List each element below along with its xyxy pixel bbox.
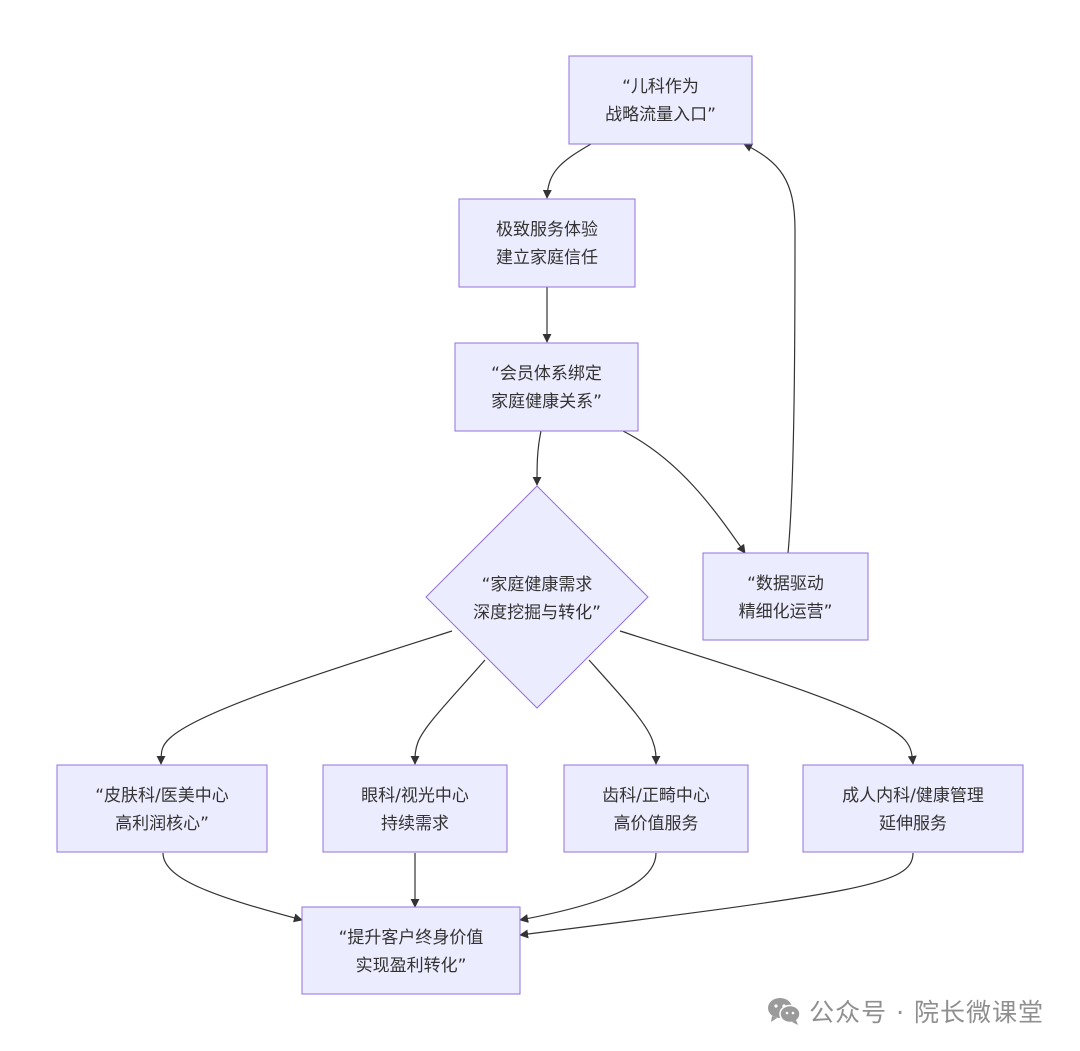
edges [156,143,917,939]
watermark-text: 公众号 · 院长微课堂 [809,998,1044,1027]
node-label-line1: 齿科/正畸中心 [602,786,710,806]
node-membership: “会员体系绑定 家庭健康关系” [454,342,639,432]
node-label-line2: 精细化运营” [739,602,833,622]
edge-membership-to-needs [532,430,542,486]
node-lifetime-value: “提升客户终身价值 实现盈利转化” [301,906,521,995]
node-label-line1: 极致服务体验 [496,220,598,240]
node-label-line1: “家庭健康需求 [482,575,593,595]
node-dermatology: “皮肤科/医美中心 高利润核心” [56,764,268,853]
node-label-line2: 深度挖掘与转化” [473,603,601,623]
edge-dermatology-to-value [162,852,303,923]
edge-adult-to-value [519,852,914,939]
edge-needs-to-dental [588,659,661,765]
node-label-line2: 家庭健康关系” [491,392,602,412]
edge-pediatrics-to-service [542,143,592,199]
node-label-line1: “会员体系绑定 [491,364,602,384]
node-label-line1: “儿科作为 [622,77,699,97]
node-label-line1: “数据驱动 [747,574,824,594]
node-service-trust: 极致服务体验 建立家庭信任 [458,198,636,288]
node-dental: 齿科/正畸中心 高价值服务 [563,764,749,853]
node-data-ops: “数据驱动 精细化运营” [702,552,869,641]
node-label-line1: “提升客户终身价值 [339,928,484,948]
node-label-line2: 持续需求 [381,814,449,834]
node-adult-medicine: 成人内科/健康管理 延伸服务 [802,764,1024,853]
node-label-line2: 实现盈利转化” [356,956,467,976]
node-label-line2: 建立家庭信任 [496,248,598,268]
edge-dataops-to-pediatrics [743,143,796,554]
node-label-line2: 高价值服务 [614,814,699,834]
node-label-line1: “皮肤科/医美中心 [95,786,229,806]
wechat-icon [768,998,801,1025]
edge-needs-to-ophthalmology [410,659,486,765]
edge-needs-to-adult [619,630,917,765]
node-label-line2: 战略流量入口” [605,105,716,125]
edge-needs-to-dermatology [156,630,453,765]
edge-dental-to-value [519,852,657,923]
watermark: 公众号 · 院长微课堂 [767,993,1044,1029]
node-label-line2: 延伸服务 [879,814,947,834]
node-pediatrics-entry: “儿科作为 战略流量入口” [568,55,753,145]
node-label-line2: 高利润核心” [115,814,209,834]
node-label-line1: 成人内科/健康管理 [842,786,984,806]
edge-membership-to-dataops [622,430,746,554]
node-label-line1: 眼科/视光中心 [361,786,469,806]
node-family-needs: “家庭健康需求 深度挖掘与转化” [425,485,649,709]
node-ophthalmology: 眼科/视光中心 持续需求 [322,764,508,853]
